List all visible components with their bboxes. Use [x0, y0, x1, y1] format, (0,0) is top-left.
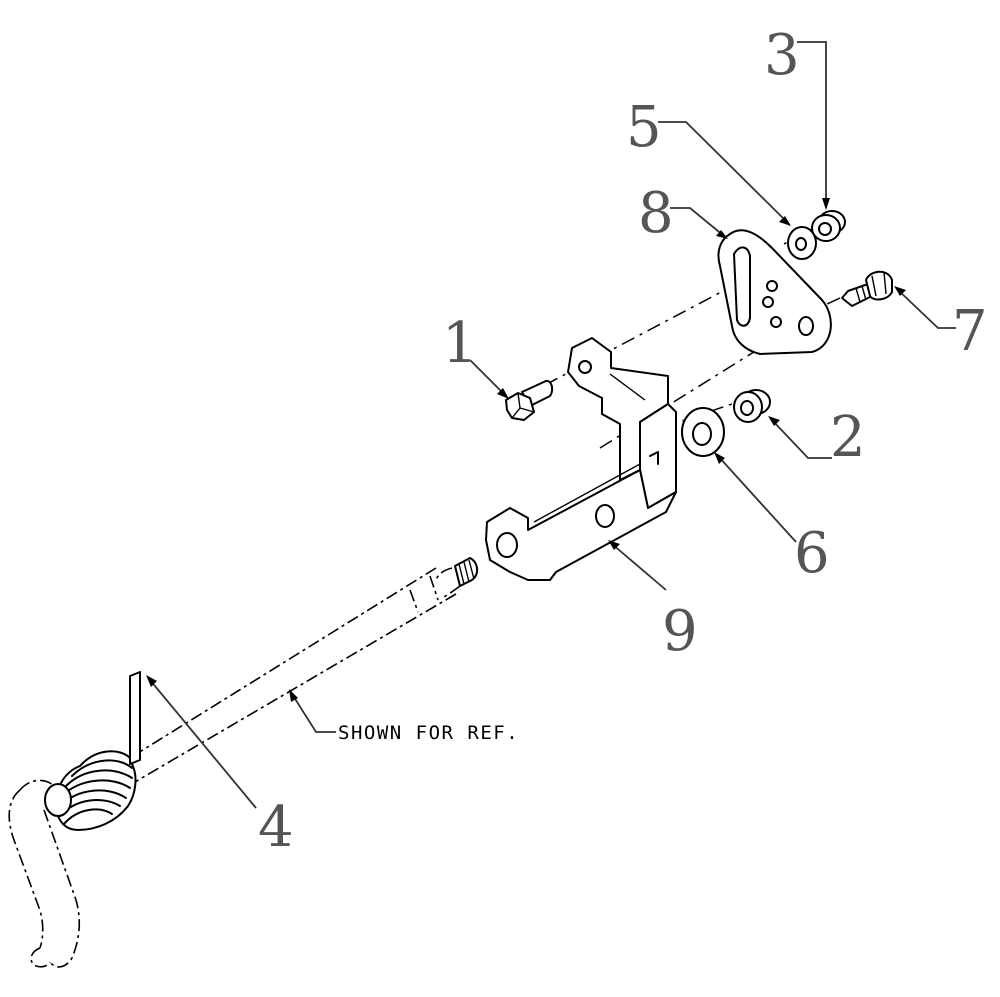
- nut-part-2: [733, 389, 771, 423]
- callout-5: 5: [626, 95, 662, 160]
- plate-part-8: [717, 229, 832, 355]
- callout-7: 7: [952, 299, 988, 364]
- callouts: 1 2 3 4 5 6 7 8 9: [258, 23, 988, 860]
- callout-8: 8: [638, 181, 674, 246]
- callout-4: 4: [258, 795, 294, 860]
- leader-lines: [146, 41, 956, 809]
- callout-2: 2: [830, 405, 866, 470]
- washer-part-5: [787, 226, 817, 260]
- spring-part-4: [44, 671, 141, 831]
- reference-note: SHOWN FOR REF.: [338, 722, 519, 744]
- bracket-part-9: [485, 337, 677, 581]
- callout-9: 9: [662, 599, 698, 664]
- reference-shaft-phantom: [8, 557, 478, 968]
- shoulder-bolt-part-7: [841, 270, 893, 307]
- callout-6: 6: [794, 521, 830, 586]
- nut-part-3: [811, 210, 846, 242]
- hex-bolt-part-1: [505, 379, 554, 421]
- callout-1: 1: [442, 311, 478, 376]
- callout-3: 3: [764, 23, 800, 88]
- washer-part-6: [681, 407, 725, 457]
